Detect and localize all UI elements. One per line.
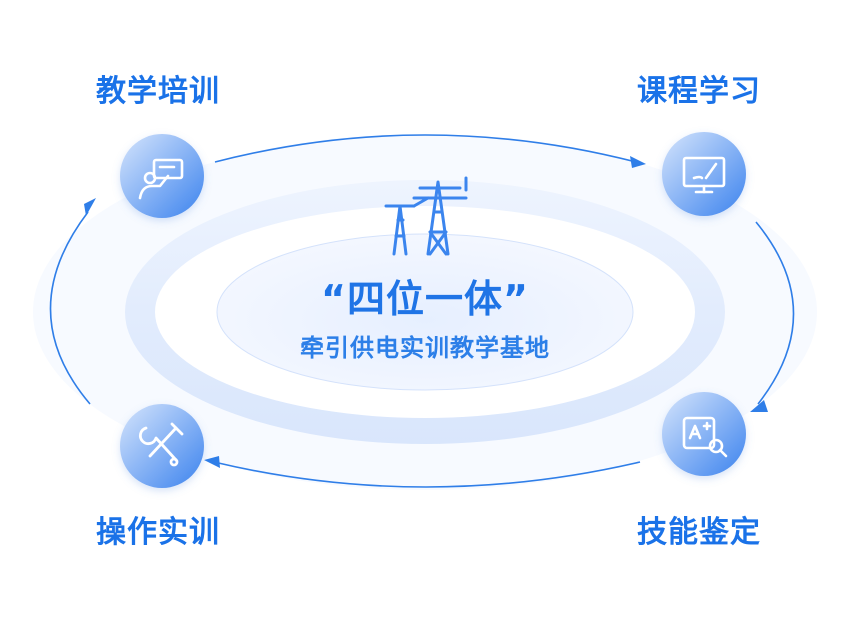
cycle-arrows (49, 134, 795, 488)
center-subtitle: 牵引供电实训教学基地 (300, 334, 550, 362)
exam-magnifier-icon (682, 416, 728, 458)
node-label-top-right: 课程学习 (637, 74, 761, 109)
power-tower-icon (384, 176, 468, 256)
node-icon-bottom-left (120, 404, 204, 488)
core-ellipse (216, 233, 634, 391)
wrench-screwdriver-icon (138, 422, 184, 467)
arrow-heads (84, 156, 768, 468)
teacher-presentation-icon (138, 158, 184, 200)
node-icon-top-right (662, 132, 746, 216)
node-label-bottom-right: 技能鉴定 (637, 515, 761, 550)
node-label-top-left: 教学培训 (96, 74, 220, 109)
center-title: “四位一体” (321, 277, 529, 321)
node-icon-bottom-right (662, 392, 746, 476)
monitor-pen-icon (682, 156, 726, 194)
node-icon-top-left (120, 134, 204, 218)
node-label-bottom-left: 操作实训 (96, 515, 220, 550)
